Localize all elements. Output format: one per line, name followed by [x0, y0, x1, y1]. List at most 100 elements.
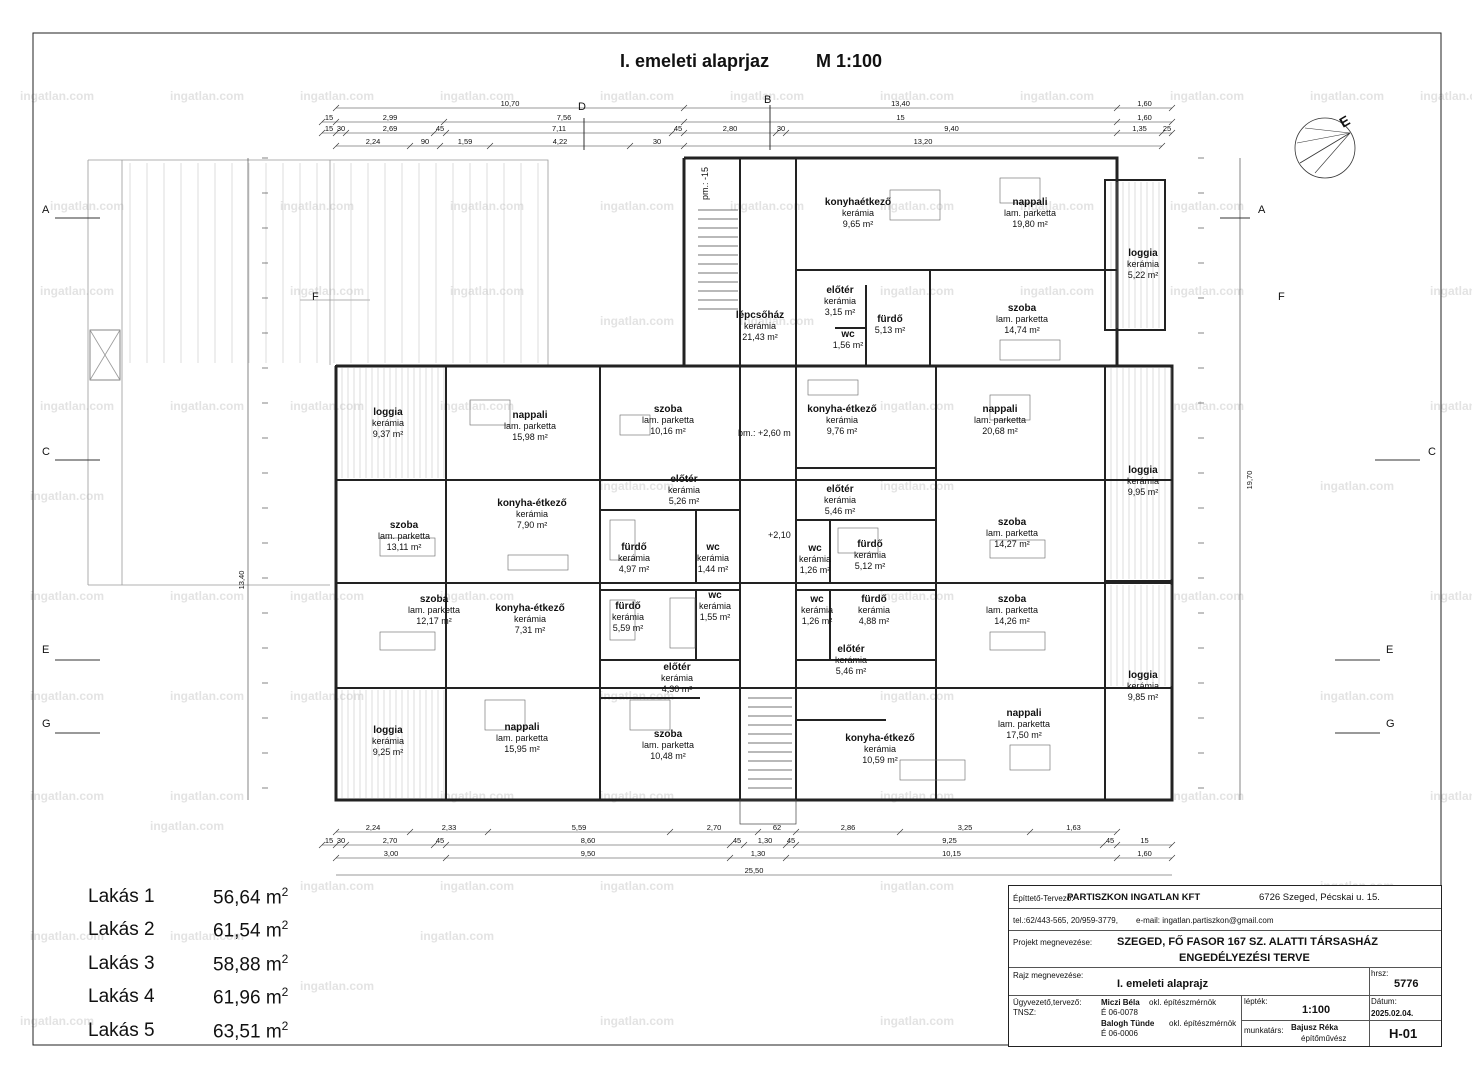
room-area: 9,65 m² — [843, 219, 874, 229]
watermark-text: ingatlan.com — [1170, 399, 1244, 413]
room-area: 5,13 m² — [875, 325, 906, 335]
dim-bottom-1-tick — [1113, 828, 1121, 836]
section-mark-c: C — [1428, 446, 1436, 458]
room-area: 10,48 m² — [650, 751, 686, 761]
room-area: 21,43 m² — [742, 332, 778, 342]
room-area: 15,98 m² — [512, 432, 548, 442]
room-name: wc — [707, 590, 722, 601]
watermark-text: ingatlan.com — [30, 489, 104, 503]
watermark-text: ingatlan.com — [880, 689, 954, 703]
watermark-text: ingatlan.com — [880, 89, 954, 103]
dim-bottom-3-tick — [782, 854, 790, 862]
drawing-title: I. emeleti alaprjaz — [620, 51, 769, 71]
scale-value: 1:100 — [1302, 1004, 1331, 1016]
dim-bottom-3-tick — [726, 854, 734, 862]
apartment-area-unit: m — [265, 1020, 282, 1042]
room-area: 5,12 m² — [855, 561, 886, 571]
dim-bottom-2-tick — [442, 841, 450, 849]
dim-bottom-2-text: 15 — [325, 836, 333, 845]
watermark-text: ingatlan.com — [1170, 89, 1244, 103]
section-mark-a: A — [1258, 204, 1266, 216]
stair-offset-label: pm.: -15 — [700, 167, 710, 200]
watermark-text: ingatlan.com — [600, 1014, 674, 1028]
watermark-text: ingatlan.com — [1430, 399, 1472, 413]
dim-top-2-tick — [680, 118, 688, 126]
room-area: 4,97 m² — [619, 564, 650, 574]
watermark-text: ingatlan.com — [170, 789, 244, 803]
room-area: 9,76 m² — [827, 426, 858, 436]
watermark-text: ingatlan.com — [440, 399, 514, 413]
furniture — [379, 177, 1061, 781]
watermark-text: ingatlan.com — [30, 589, 104, 603]
watermark-text: ingatlan.com — [50, 199, 124, 213]
apartment-area-value: 61,54 — [213, 920, 261, 942]
dim-top-4-tick — [332, 142, 340, 150]
room-finish: kerámia — [661, 673, 693, 683]
furniture-piece — [889, 189, 941, 221]
dim-top-2-tick — [1113, 118, 1121, 126]
dim-bottom-1-tick — [792, 828, 800, 836]
watermark-text: ingatlan.com — [1170, 589, 1244, 603]
dim-right-total: 19,70 — [1245, 471, 1254, 490]
watermark-text: ingatlan.com — [1170, 284, 1244, 298]
room-area: 5,46 m² — [836, 666, 867, 676]
dim-bottom-1-tick — [406, 828, 414, 836]
dim-top-1-tick — [1113, 104, 1121, 112]
dim-bottom-2-tick — [726, 841, 734, 849]
person1-id: É 06-0078 — [1101, 1008, 1138, 1017]
room-finish: kerámia — [835, 655, 867, 665]
room-name: szoba — [654, 404, 683, 415]
room-name: nappali — [1012, 197, 1047, 208]
dim-top-2-text: 2,99 — [383, 113, 398, 122]
room-name: loggia — [373, 407, 403, 418]
room-finish: kerámia — [372, 418, 404, 428]
staff-label: munkatárs: — [1244, 1026, 1284, 1035]
dim-top-4-tick — [680, 142, 688, 150]
dim-top-3-text: 25 — [1163, 124, 1171, 133]
furniture-piece — [1009, 744, 1051, 771]
furniture-piece — [837, 527, 879, 554]
dim-bottom-3-text: 1,30 — [751, 849, 766, 858]
watermark-layer: ingatlan.com ingatlan.com ingatlan.com inga… — [20, 89, 1472, 1028]
designer-address: 6726 Szeged, Pécskai u. 15. — [1259, 892, 1380, 903]
watermark-text: ingatlan.com — [290, 399, 364, 413]
room-area: 1,56 m² — [833, 340, 864, 350]
watermark-text: ingatlan.com — [170, 929, 244, 943]
dim-bottom-2-text: 30 — [337, 836, 345, 845]
watermark-text: ingatlan.com — [150, 819, 224, 833]
site-context — [87, 159, 549, 586]
apartment-label: Lakás 5 — [88, 1019, 155, 1041]
level-label-2: +2,10 — [768, 530, 791, 540]
watermark-text: ingatlan.com — [20, 1014, 94, 1028]
room-finish: lam. parketta — [974, 415, 1026, 425]
person2-name: Balogh Tünde — [1101, 1019, 1155, 1028]
room-finish: kerámia — [1127, 681, 1159, 691]
dim-bottom-2-tick — [782, 841, 790, 849]
furniture-piece — [629, 699, 671, 731]
watermark-text: ingatlan.com — [1430, 789, 1472, 803]
room-name: nappali — [504, 722, 539, 733]
dim-top-3-tick — [1113, 129, 1121, 137]
room-area: 5,59 m² — [613, 623, 644, 633]
drawing-name: I. emeleti alaprajz — [1117, 978, 1209, 990]
room-finish: kerámia — [826, 415, 858, 425]
watermark-text: ingatlan.com — [300, 89, 374, 103]
dim-top-1-tick — [1168, 104, 1176, 112]
interior-walls — [336, 158, 1172, 800]
room-name: loggia — [373, 725, 403, 736]
dim-bottom-2-text: 1,30 — [758, 836, 773, 845]
dim-top-3-text: 15 — [325, 124, 333, 133]
room-name: szoba — [998, 594, 1027, 605]
scale-label: lépték: — [1244, 997, 1268, 1006]
dim-top-4-tick — [1158, 142, 1166, 150]
dim-bottom-3-tick — [1113, 854, 1121, 862]
project-label: Projekt megnevezése: — [1013, 938, 1093, 947]
room-name: wc — [809, 594, 824, 605]
dim-bottom-1-text: 62 — [773, 823, 781, 832]
watermark-text: ingatlan.com — [290, 589, 364, 603]
room-finish: kerámia — [744, 321, 776, 331]
dim-top-4-text: 30 — [653, 137, 661, 146]
